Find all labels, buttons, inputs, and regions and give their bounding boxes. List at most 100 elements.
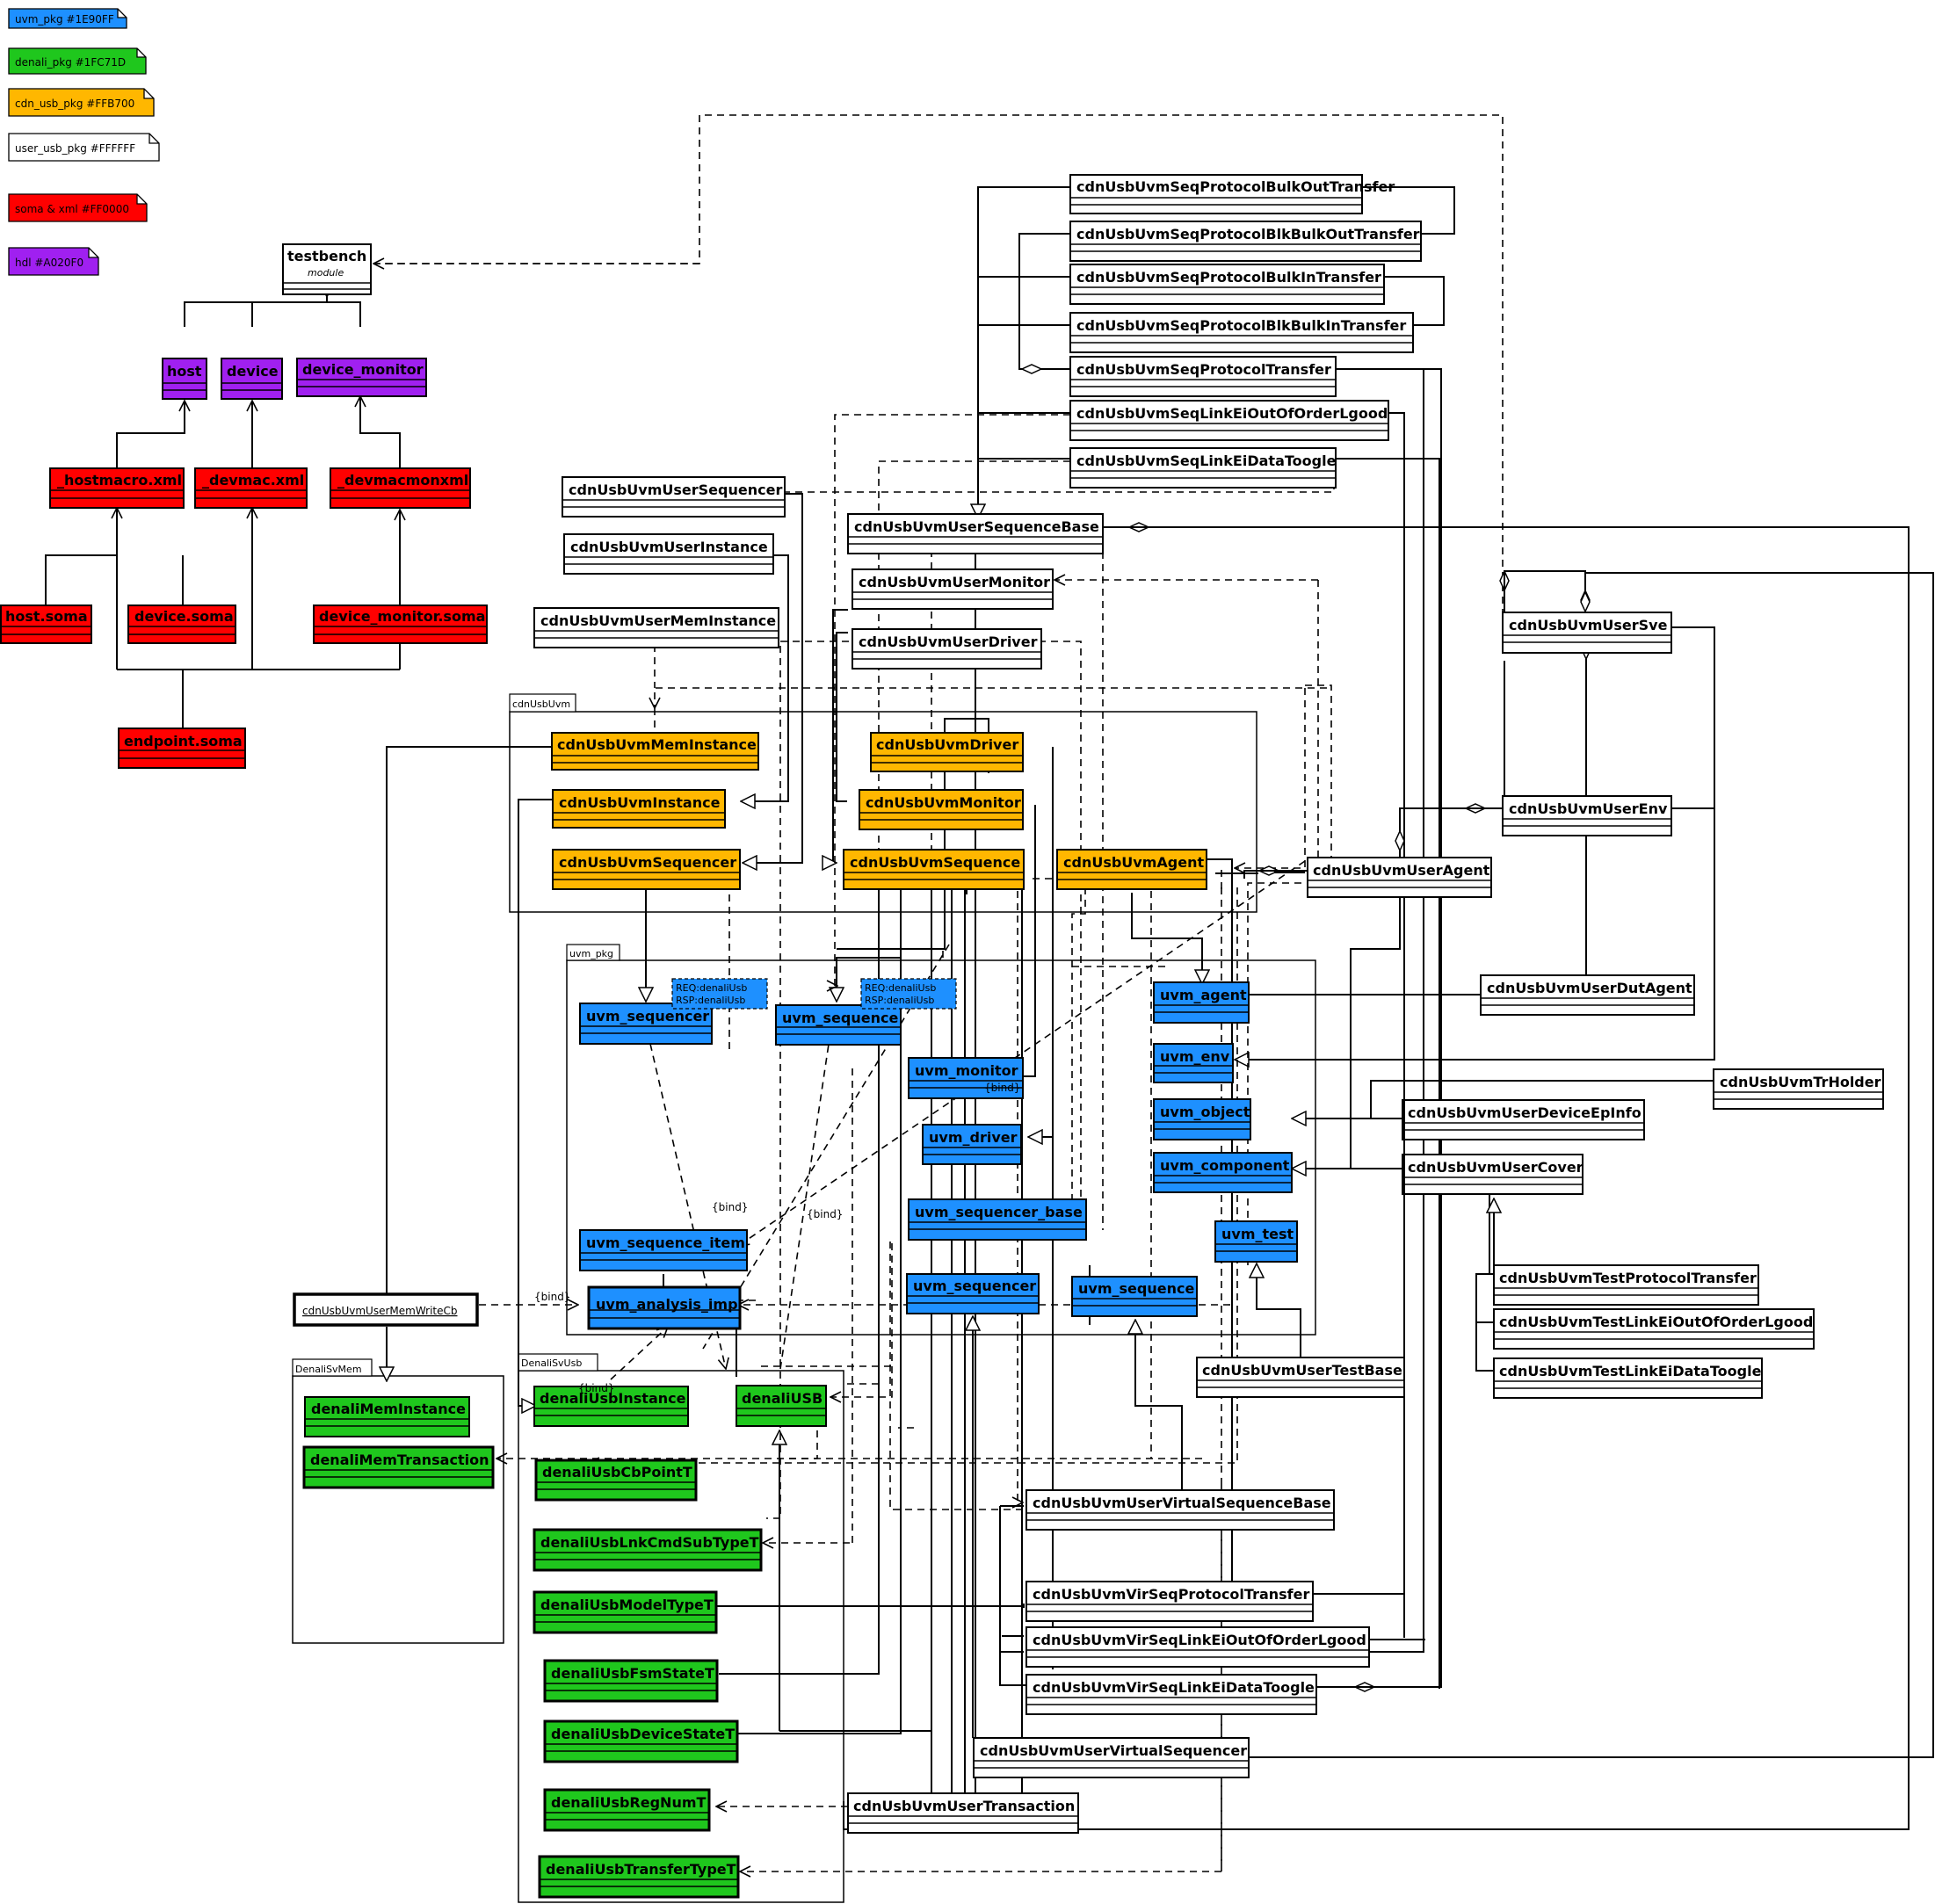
class-name: denaliUsbLnkCmdSubTypeT xyxy=(540,1534,759,1551)
class-name: cdnUsbUvmUserVirtualSequencer xyxy=(980,1742,1247,1759)
class-name: device_monitor xyxy=(302,361,424,378)
class-uvm-sequencer-params: REQ:denaliUsb RSP:denaliUsb xyxy=(671,978,768,1010)
class-name: denaliMemTransaction xyxy=(310,1452,489,1468)
param-req: REQ:denaliUsb xyxy=(676,982,747,994)
class-name: denaliUsbInstance xyxy=(540,1390,686,1407)
class-uvm-sequence-params: REQ:denaliUsb RSP:denaliUsb xyxy=(860,978,957,1010)
legend-item-denali-pkg: denali_pkg #1FC71D xyxy=(8,47,147,75)
class-denaliMemTransaction: denaliMemTransaction xyxy=(302,1445,495,1489)
legend-item-soma-xml: soma & xml #FF0000 xyxy=(8,193,148,222)
class-cdnUsbUvmTestLinkEiDataToogle: cdnUsbUvmTestLinkEiDataToogle xyxy=(1493,1357,1763,1399)
class-name: uvm_object xyxy=(1160,1104,1250,1120)
class-name: device.soma xyxy=(134,608,234,625)
class-name: cdnUsbUvmSequencer xyxy=(559,854,736,871)
class-cdnUsbUvmTestProtocolTransfer: cdnUsbUvmTestProtocolTransfer xyxy=(1493,1264,1759,1306)
class-cdnUsbUvmUserEnv: cdnUsbUvmUserEnv xyxy=(1502,795,1672,836)
class-name: cdnUsbUvmUserMonitor xyxy=(859,574,1050,590)
class-device-monitor: device_monitor xyxy=(296,358,427,397)
class-devmacmonxml: _devmacmonxml xyxy=(330,467,471,509)
class-cdnUsbUvmDriver: cdnUsbUvmDriver xyxy=(870,732,1024,772)
package-tab-label: uvm_pkg xyxy=(569,948,613,959)
class-name: denaliUSB xyxy=(742,1390,823,1407)
package-tab-label: cdnUsbUvm xyxy=(512,699,570,710)
class-cdnUsbUvmSeqLinkEiDataToogle: cdnUsbUvmSeqLinkEiDataToogle xyxy=(1069,447,1337,489)
class-device-soma: device.soma xyxy=(127,605,236,644)
legend-label: hdl #A020F0 xyxy=(15,257,83,269)
class-cdnUsbUvmUserMonitor: cdnUsbUvmUserMonitor xyxy=(852,568,1054,610)
class-uvm-sequence-item: uvm_sequence_item xyxy=(579,1229,748,1271)
class-name: cdnUsbUvmUserTransaction xyxy=(853,1798,1075,1814)
class-name: uvm_agent xyxy=(1160,987,1247,1003)
class-cdnUsbUvmVirSeqProtocolTransfer: cdnUsbUvmVirSeqProtocolTransfer xyxy=(1025,1581,1314,1622)
class-name: denaliMemInstance xyxy=(311,1401,466,1417)
class-cdnUsbUvmUserMemWriteCb: cdnUsbUvmUserMemWriteCb xyxy=(293,1292,479,1327)
class-cdnUsbUvmUserCover: cdnUsbUvmUserCover xyxy=(1402,1154,1584,1195)
class-name: device xyxy=(227,363,279,380)
class-cdnUsbUvmAgent: cdnUsbUvmAgent xyxy=(1056,849,1207,890)
class-uvm-object: uvm_object xyxy=(1153,1098,1251,1140)
legend-item-uvm-pkg: uvm_pkg #1E90FF xyxy=(8,8,127,29)
class-cdnUsbUvmUserTestBase: cdnUsbUvmUserTestBase xyxy=(1196,1357,1405,1398)
package-cdnUsbUvm: cdnUsbUvm xyxy=(509,693,1257,913)
class-name: cdnUsbUvmUserEnv xyxy=(1509,800,1668,817)
class-uvm-test: uvm_test xyxy=(1214,1220,1298,1263)
class-cdnUsbUvmSeqLinkEiOutOfOrderLgood: cdnUsbUvmSeqLinkEiOutOfOrderLgood xyxy=(1069,400,1389,441)
class-cdnUsbUvmUserAgent: cdnUsbUvmUserAgent xyxy=(1307,857,1492,898)
class-cdnUsbUvmUserSequencer: cdnUsbUvmUserSequencer xyxy=(562,476,786,518)
class-cdnUsbUvmMemInstance: cdnUsbUvmMemInstance xyxy=(551,732,759,771)
class-name: _hostmacro.xml xyxy=(57,472,182,489)
class-name: denaliUsbTransferTypeT xyxy=(546,1861,736,1878)
class-cdnUsbUvmUserTransaction: cdnUsbUvmUserTransaction xyxy=(847,1792,1079,1834)
class-name: uvm_sequencer xyxy=(913,1278,1036,1294)
class-name: denaliUsbRegNumT xyxy=(551,1794,707,1811)
class-host-soma: host.soma xyxy=(0,605,92,644)
package-tab-label: DenaliSvMem xyxy=(295,1364,362,1375)
class-name: uvm_env xyxy=(1160,1048,1230,1065)
class-name: uvm_driver xyxy=(929,1129,1018,1146)
class-uvm-sequencer-base: uvm_sequencer_base xyxy=(908,1198,1087,1241)
class-name: cdnUsbUvmVirSeqProtocolTransfer xyxy=(1033,1586,1309,1603)
class-denaliUsbModelTypeT: denaliUsbModelTypeT xyxy=(533,1590,718,1634)
class-name: _devmac.xml xyxy=(202,472,304,489)
class-cdnUsbUvmTestLinkEiOutOfOrderLgood: cdnUsbUvmTestLinkEiOutOfOrderLgood xyxy=(1493,1308,1815,1350)
class-name: _devmacmonxml xyxy=(337,472,468,489)
bind-label: {bind} xyxy=(807,1208,843,1220)
class-name: cdnUsbUvmSeqProtocolTransfer xyxy=(1076,361,1331,378)
class-denaliUsbDeviceStateT: denaliUsbDeviceStateT xyxy=(543,1719,739,1763)
class-name: denaliUsbCbPointT xyxy=(542,1464,692,1480)
class-name: uvm_monitor xyxy=(915,1062,1018,1079)
package-tab-label: DenaliSvUsb xyxy=(521,1357,582,1369)
class-cdnUsbUvmUserSve: cdnUsbUvmUserSve xyxy=(1502,612,1672,654)
class-device: device xyxy=(221,358,283,400)
class-cdnUsbUvmMonitor: cdnUsbUvmMonitor xyxy=(859,789,1024,830)
class-name: cdnUsbUvmTrHolder xyxy=(1720,1074,1881,1090)
class-name: uvm_sequence xyxy=(1078,1280,1194,1297)
class-cdnUsbUvmVirSeqLinkEiOutOfOrderLgood: cdnUsbUvmVirSeqLinkEiOutOfOrderLgood xyxy=(1025,1626,1370,1668)
bind-label: {bind} xyxy=(578,1382,614,1394)
class-name: cdnUsbUvmInstance xyxy=(559,794,721,811)
param-rsp: RSP:denaliUsb xyxy=(865,995,934,1006)
class-name: cdnUsbUvmUserMemWriteCb xyxy=(302,1305,458,1317)
class-name: host.soma xyxy=(5,608,88,625)
param-rsp: RSP:denaliUsb xyxy=(676,995,745,1006)
class-name: cdnUsbUvmVirSeqLinkEiDataToogle xyxy=(1033,1679,1315,1696)
class-cdnUsbUvmUserDeviceEpInfo: cdnUsbUvmUserDeviceEpInfo xyxy=(1402,1099,1645,1140)
class-name: cdnUsbUvmSequence xyxy=(850,854,1020,871)
class-name: cdnUsbUvmTestLinkEiDataToogle xyxy=(1499,1363,1762,1379)
class-denaliUsbRegNumT: denaliUsbRegNumT xyxy=(543,1788,711,1832)
class-name: cdnUsbUvmUserSve xyxy=(1509,617,1668,633)
class-endpoint-soma: endpoint.soma xyxy=(118,728,246,769)
class-denaliUsbLnkCmdSubTypeT: denaliUsbLnkCmdSubTypeT xyxy=(533,1528,763,1572)
class-cdnUsbUvmTrHolder: cdnUsbUvmTrHolder xyxy=(1713,1068,1884,1110)
class-name: cdnUsbUvmTestLinkEiOutOfOrderLgood xyxy=(1499,1314,1813,1330)
class-name: cdnUsbUvmSeqProtocolBulkInTransfer xyxy=(1076,269,1381,286)
class-cdnUsbUvmSeqProtocolBlkBulkInTransfer: cdnUsbUvmSeqProtocolBlkBulkInTransfer xyxy=(1069,312,1414,353)
class-name: cdnUsbUvmUserInstance xyxy=(570,539,768,555)
bind-label: {bind} xyxy=(712,1201,748,1213)
class-cdnUsbUvmUserInstance: cdnUsbUvmUserInstance xyxy=(563,533,774,575)
class-name: device_monitor.soma xyxy=(319,608,485,625)
class-name: testbench xyxy=(287,248,366,264)
legend-item-cdn-usb-pkg: cdn_usb_pkg #FFB700 xyxy=(8,88,155,117)
class-name: cdnUsbUvmUserCover xyxy=(1408,1159,1584,1176)
class-cdnUsbUvmSeqProtocolBulkOutTransfer: cdnUsbUvmSeqProtocolBulkOutTransfer xyxy=(1069,174,1395,214)
